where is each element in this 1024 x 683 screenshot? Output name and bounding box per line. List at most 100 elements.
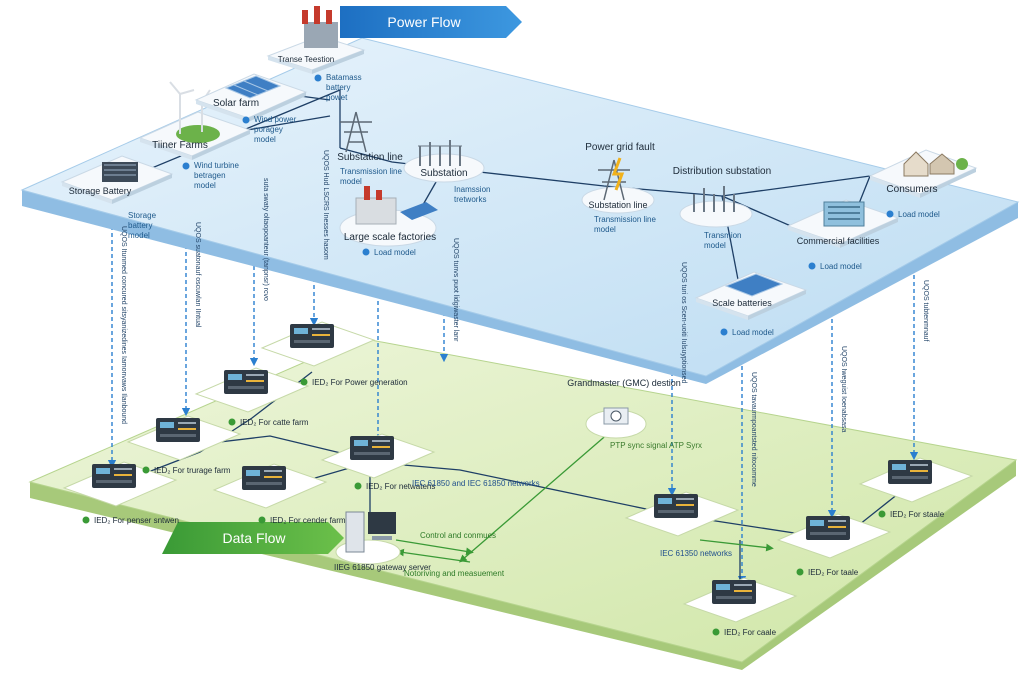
- model-wind-turbine-3: model: [194, 181, 216, 190]
- iec-networks-right: IEC 61350 networks: [660, 549, 732, 558]
- ied-devices: [62, 321, 974, 623]
- vcap-3: suta swaty oltaopoanteur (tanpnsr) rcvo: [262, 178, 269, 301]
- wind-tile: [138, 81, 252, 160]
- model-factory-load: Load model: [374, 248, 416, 257]
- storage-tile: [60, 155, 174, 204]
- power-layer-plane: [20, 37, 1020, 377]
- model-storage-2: battery: [128, 221, 152, 230]
- monitor-line: [396, 548, 471, 563]
- label-substation: Substation: [420, 168, 467, 179]
- model-trans-networks-2: tretworks: [454, 195, 486, 204]
- model-battery-power-3: powet: [326, 93, 348, 102]
- model-trans-line-2: model: [340, 177, 362, 186]
- model-trans-line-1: Transmission line: [340, 167, 402, 176]
- model-wind-turbine-1: Wind turbine: [194, 161, 239, 170]
- model-wind-power-3: model: [254, 135, 276, 144]
- distribution-node: [679, 186, 753, 228]
- ied-label-storage-farm: IED₂ For trurage farm: [154, 466, 231, 475]
- power-flow-title: Power Flow: [387, 14, 461, 30]
- ied-label-penser: IED₂ For penser sntwen: [94, 516, 179, 525]
- substation-node: [403, 140, 485, 183]
- label-wind-farms: Tiiner Farms: [152, 140, 208, 151]
- model-wind-turbine-2: betragen: [194, 171, 226, 180]
- ptp-sync-label: PTP sync signal ATP Syrx: [610, 441, 702, 450]
- control-line: [395, 539, 474, 556]
- model-commercial-load: Load model: [820, 262, 862, 271]
- label-power-grid-fault: Power grid fault: [585, 142, 655, 153]
- top-tiles: [60, 6, 978, 320]
- model-consumers-load: Load model: [898, 210, 940, 219]
- ied-device: [62, 461, 178, 507]
- iec-right-line: [699, 539, 774, 552]
- ied-device: [320, 433, 436, 479]
- vertical-captions: UQOS Itunmed concured sitsyanizedines Ia…: [120, 150, 929, 487]
- label-consumers: Consumers: [886, 184, 937, 195]
- power-flow-banner: Power Flow: [340, 6, 522, 38]
- ied-label-cender-farm: IED₂ For cender farm: [270, 516, 346, 525]
- control-commands-label: Control and conmues: [420, 531, 496, 540]
- gmc-title: Grandmaster (GMC) destion: [567, 378, 681, 388]
- vcap-6: UQOS turi os Scen-uoiti Iulsuyptionsed: [680, 262, 687, 383]
- ied-label-cattle-farm: IED₂ For catte farm: [240, 418, 309, 427]
- batteries-tile: [694, 271, 808, 320]
- vcap-5: UQOS tunvs puot lidgiwaster lanr: [452, 238, 459, 342]
- ptp-sync-line: [459, 431, 611, 563]
- ied-device: [194, 367, 310, 413]
- vcap-1: UQOS Itunmed concured sitsyanizedines Ia…: [120, 226, 127, 424]
- subline-tower: [340, 111, 372, 153]
- ied-device: [776, 513, 892, 559]
- sync-lines: [395, 431, 774, 563]
- model-fault-trans-1: Transmission line: [594, 215, 656, 224]
- model-storage-3: model: [128, 231, 150, 240]
- ied-label-taale: IED₂ For taale: [808, 568, 859, 577]
- data-labels: Grandmaster (GMC) destion PTP sync signa…: [334, 378, 732, 578]
- consumers-tile: [868, 149, 978, 198]
- model-battery-power-1: Batamass: [326, 73, 362, 82]
- vcap-9: UQOS tubtenmnauf: [922, 280, 929, 342]
- model-storage-1: Storage: [128, 211, 157, 220]
- label-commercial-facilities: Commercial facilities: [797, 236, 880, 246]
- vcap-4: UQOS Hud LSCRS Inesses hasom: [322, 150, 329, 260]
- top-node-labels: Transe Teestion Solar farm Tiiner Farms …: [69, 55, 938, 308]
- model-battery-power-2: battery: [326, 83, 350, 92]
- model-wind-power-1: Wind power: [254, 115, 297, 124]
- data-flow-title: Data Flow: [222, 530, 286, 546]
- ied-device: [682, 577, 798, 623]
- ied-label-power-generation: IED₂ For Power generation: [312, 378, 408, 387]
- gateway-server-label: IIEG 61850 gateway server: [334, 563, 431, 572]
- label-distribution-substation: Distribution substation: [673, 166, 771, 177]
- trans-tile: [266, 6, 366, 74]
- top-model-labels: Batamass battery powet Wind power porage…: [128, 73, 940, 337]
- gmc-node: [585, 407, 647, 439]
- model-wind-power-2: poragey: [254, 125, 283, 134]
- model-transmion-1: Transmion: [704, 231, 742, 240]
- ied-label-staale: IED₂ For staale: [890, 510, 945, 519]
- vcap-7: UQOS tavaurmpoantsted nitocomme: [750, 372, 757, 487]
- vcap-2: UQOS suatonauf oscuwlan IIntual: [194, 222, 201, 328]
- iec-networks-left: IEC 61850 and IEC 61850 networks: [412, 479, 540, 488]
- ied-device: [260, 321, 376, 367]
- ied-device: [212, 463, 328, 509]
- label-storage-battery: Storage Battery: [69, 186, 132, 196]
- ied-label-networks: IED₂ For netwatens: [366, 482, 435, 491]
- ied-labels: IED₂ For Power generation IED₂ For catte…: [82, 378, 945, 637]
- label-large-factories: Large scale factories: [344, 232, 436, 243]
- ied-device: [858, 457, 974, 503]
- ied-device: [624, 491, 740, 537]
- vcap-8: UQOS Iweguist Ioenabsasa: [840, 346, 847, 432]
- data-flow-banner: Data Flow: [162, 522, 344, 554]
- solar-tile: [194, 73, 308, 122]
- data-layer: [28, 337, 1018, 670]
- fault-node: [581, 157, 655, 214]
- ied-label-caale: IED₂ For caale: [724, 628, 777, 637]
- label-substation-line: Substation line: [337, 152, 403, 163]
- monitoring-label: Notoriving and measuement: [404, 569, 505, 578]
- label-transmission-station: Transe Teestion: [278, 55, 334, 64]
- model-batteries-load: Load model: [732, 328, 774, 337]
- label-fault-substation-line: Substation line: [588, 200, 647, 210]
- model-fault-trans-2: model: [594, 225, 616, 234]
- model-trans-networks-1: Inamssion: [454, 185, 490, 194]
- factory-node: [339, 186, 438, 247]
- gateway-server: [335, 511, 401, 565]
- label-solar-farm: Solar farm: [213, 98, 259, 109]
